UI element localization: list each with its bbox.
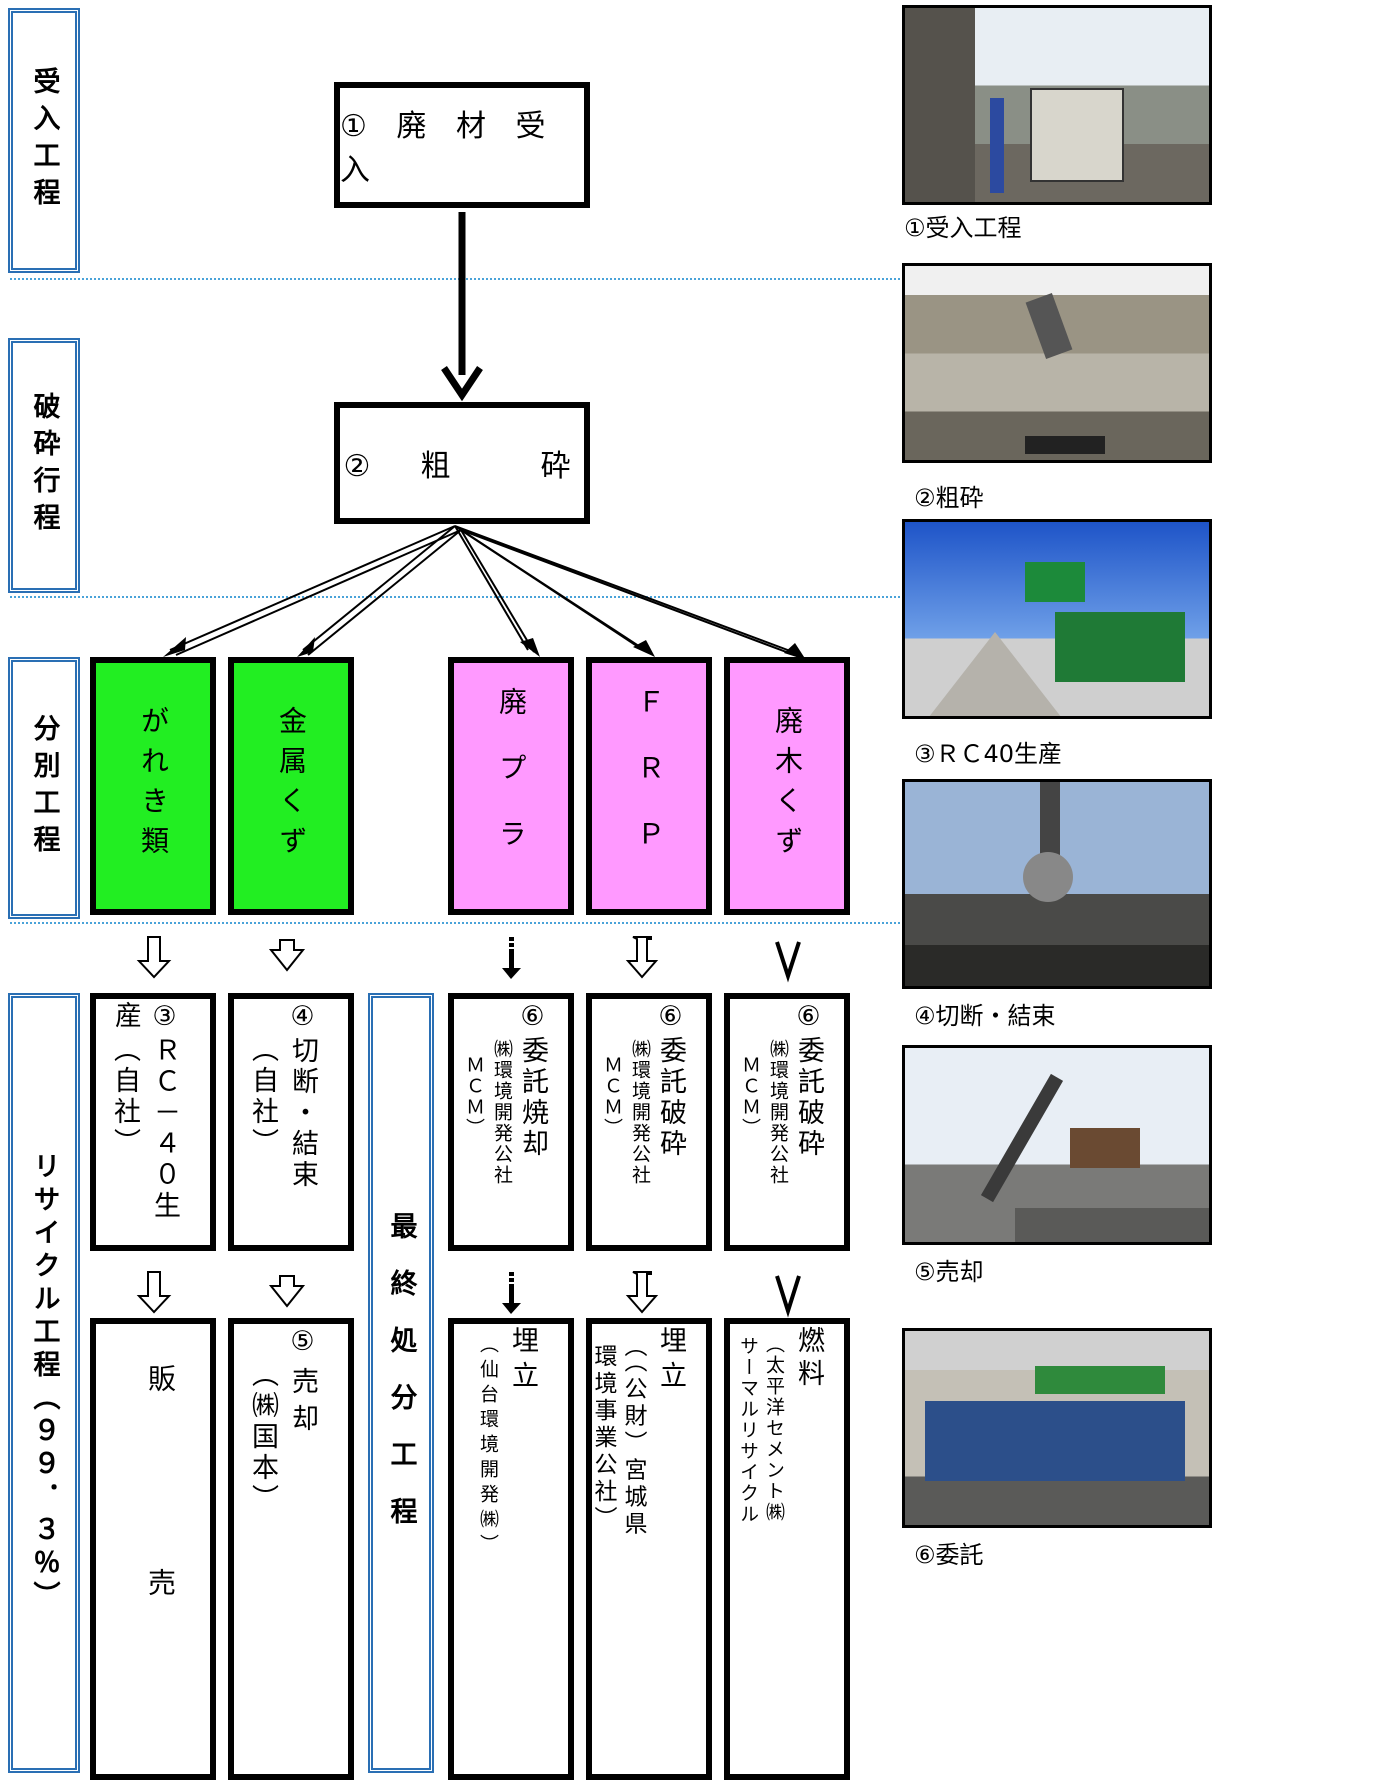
- photo-sold: [902, 1045, 1212, 1245]
- photo-consign: [902, 1328, 1212, 1528]
- box-crush-text: ② 粗 砕: [343, 449, 581, 484]
- final-landfill-2-sub2: 環境事業公社）: [590, 1344, 616, 1533]
- process-cut: ④切断・結束 （自社）: [228, 993, 354, 1251]
- stage-final-text: 最終処分工程: [385, 1212, 417, 1554]
- category-frp-text: ＦＲＰ: [633, 687, 666, 885]
- separator-3: [10, 922, 900, 924]
- final-fuel-sub: （太平洋セメント㈱: [763, 1334, 785, 1523]
- separator-2: [10, 596, 900, 598]
- category-rubble: がれき類: [90, 657, 216, 915]
- box-receive: ① 廃 材 受 入: [334, 82, 590, 208]
- process-rc40-title: ③ＲＣ－４０生産: [110, 1001, 180, 1222]
- stage-label-recycle: リサイクル工程（９９．３％）: [8, 993, 80, 1773]
- process-crush-wood-sub2: ＭＣＭ）: [739, 1055, 761, 1139]
- arrow-head-receive-crush: [441, 366, 483, 402]
- caption-receive: ①受入工程: [904, 214, 1022, 242]
- box-crush: ② 粗 砕: [334, 402, 590, 524]
- final-sold: ⑤売却 （㈱国本）: [228, 1318, 354, 1780]
- process-incinerate-sub1: ㈱環境開発公社: [491, 1039, 513, 1186]
- caption-cut: ④切断・結束: [914, 1002, 1056, 1030]
- box-receive-text: ① 廃 材 受 入: [340, 109, 556, 188]
- final-fuel-title: 燃料: [793, 1326, 824, 1392]
- process-incinerate-title: ⑥委託焼却: [517, 1001, 548, 1160]
- final-sale-title: 販 売: [144, 1364, 177, 1636]
- final-landfill-1-title: 埋立: [507, 1326, 538, 1396]
- stage-label-final: 最終処分工程: [368, 993, 434, 1773]
- final-landfill-2-title: 埋立: [655, 1326, 686, 1396]
- final-sold-title: ⑤売却: [287, 1326, 318, 1441]
- process-crush-frp-sub2: ＭＣＭ）: [601, 1055, 623, 1139]
- stage-label-crush: 破砕行程: [8, 338, 80, 593]
- process-crush-wood-sub1: ㈱環境開発公社: [767, 1039, 789, 1186]
- process-cut-sub: （自社）: [247, 1035, 278, 1159]
- category-frp: ＦＲＰ: [586, 657, 712, 915]
- category-rubble-text: がれき類: [137, 706, 170, 866]
- caption-rc40: ③ＲＣ40生産: [914, 740, 1063, 768]
- final-landfill-1-sub: （仙台環境開発㈱）: [477, 1334, 499, 1559]
- photo-rc40: [902, 519, 1212, 719]
- caption-sold: ⑤売却: [914, 1258, 984, 1286]
- stage-crush-text: 破砕行程: [28, 391, 60, 540]
- separator-1: [10, 278, 900, 280]
- process-crush-frp: ⑥委託破砕 ㈱環境開発公社 ＭＣＭ）: [586, 993, 712, 1251]
- stage-label-receive: 受入工程: [8, 8, 80, 273]
- final-landfill-2-sub: （（公財）宮城県: [620, 1334, 646, 1539]
- final-landfill-2: 埋立 （（公財）宮城県 環境事業公社）: [586, 1318, 712, 1780]
- stage-sort-text: 分別工程: [28, 714, 60, 862]
- stage-label-sort: 分別工程: [8, 657, 80, 919]
- photo-crush: [902, 263, 1212, 463]
- process-rc40-sub: （自社）: [109, 1035, 140, 1159]
- caption-crush: ②粗砕: [914, 484, 984, 512]
- final-sold-sub: （㈱国本）: [247, 1360, 278, 1515]
- process-incinerate: ⑥委託焼却 ㈱環境開発公社 ＭＣＭ）: [448, 993, 574, 1251]
- stage-receive-text: 受入工程: [28, 66, 60, 215]
- process-crush-wood: ⑥委託破砕 ㈱環境開発公社 ＭＣＭ）: [724, 993, 850, 1251]
- category-plastic: 廃プラ: [448, 657, 574, 915]
- process-crush-wood-title: ⑥委託破砕: [793, 1001, 824, 1160]
- caption-consign: ⑥委託: [914, 1541, 984, 1569]
- process-rc40: ③ＲＣ－４０生産 （自社）: [90, 993, 216, 1251]
- final-landfill-1: 埋立 （仙台環境開発㈱）: [448, 1318, 574, 1780]
- final-sale: 販 売: [90, 1318, 216, 1780]
- process-cut-title: ④切断・結束: [287, 1001, 318, 1191]
- branch-arrows: [169, 525, 798, 657]
- photo-cut: [902, 779, 1212, 989]
- process-crush-frp-title: ⑥委託破砕: [655, 1001, 686, 1160]
- category-wood: 廃木くず: [724, 657, 850, 915]
- category-plastic-text: 廃プラ: [495, 687, 528, 885]
- category-metal-text: 金属くず: [275, 706, 308, 866]
- category-wood-text: 廃木くず: [771, 706, 804, 866]
- photo-receive: [902, 5, 1212, 205]
- process-crush-frp-sub1: ㈱環境開発公社: [629, 1039, 651, 1186]
- final-fuel-sub2: サーマルリサイクル: [737, 1336, 759, 1525]
- process-incinerate-sub2: ＭＣＭ）: [463, 1055, 485, 1139]
- category-metal: 金属くず: [228, 657, 354, 915]
- final-fuel: 燃料 （太平洋セメント㈱ サーマルリサイクル: [724, 1318, 850, 1780]
- stage-recycle-text: リサイクル工程（９９．３％）: [28, 1152, 60, 1614]
